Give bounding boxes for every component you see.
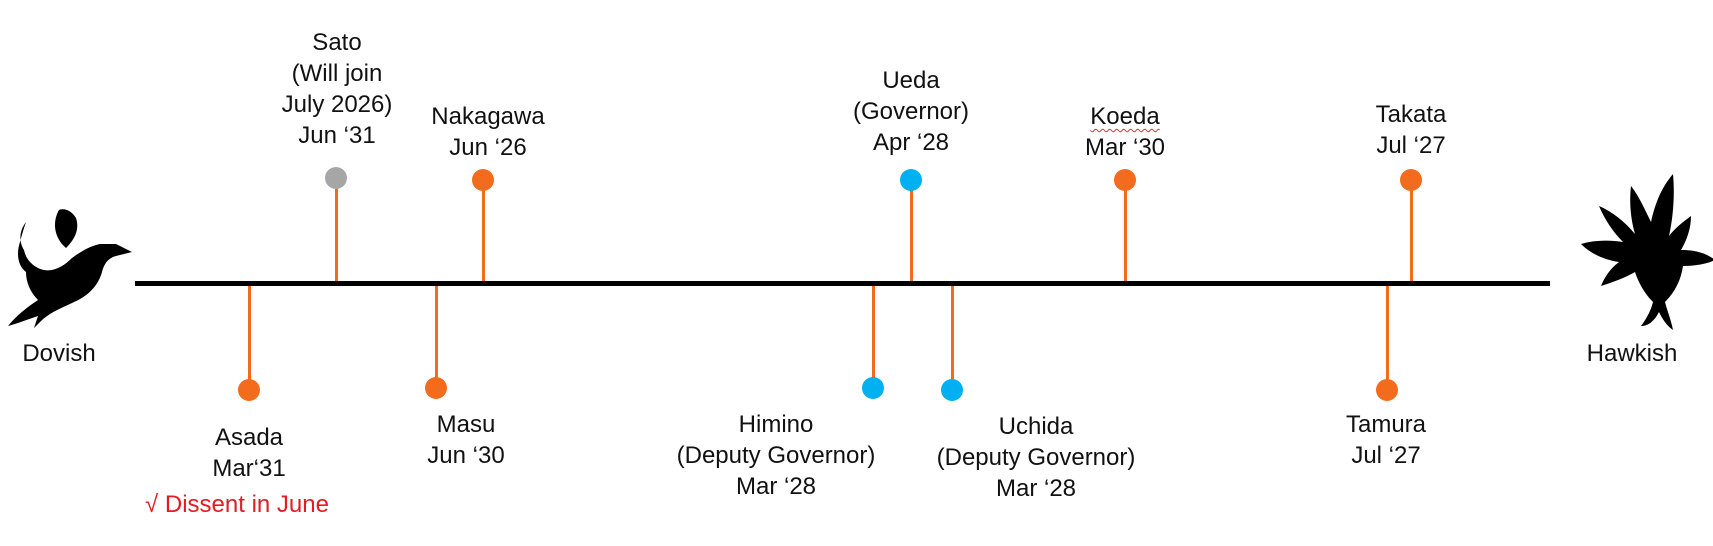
stem [872,286,875,387]
member-label: Asada Mar‘31 [212,424,286,482]
marker-dot [900,169,922,191]
stem [1410,180,1413,281]
hawk-icon [1581,174,1713,330]
marker-dot [425,377,447,399]
stem [1386,286,1389,389]
member-label: Uchida (Deputy Governor) Mar ‘28 [936,413,1136,502]
marker-dot [238,379,260,401]
member-label: Koeda Mar ‘30 [1084,103,1166,161]
member-label: Ueda (Governor) Apr ‘28 [852,67,970,156]
marker-dot [472,169,494,191]
marker-dot [862,377,884,399]
stem [482,180,485,281]
dovish-hawkish-axis [135,281,1550,286]
dissent-note: √ Dissent in June [145,491,329,518]
marker-dot [1114,169,1136,191]
member-label: Nakagawa Jun ‘26 [431,103,545,161]
marker-dot [1400,169,1422,191]
marker-dot [1376,379,1398,401]
stem [248,286,251,389]
member-label: Himino (Deputy Governor) Mar ‘28 [676,411,876,500]
stem [335,178,338,281]
marker-dot [941,379,963,401]
dovish-label: Dovish [22,340,96,367]
dove-icon [8,209,132,328]
member-label: Takata Jul ‘27 [1375,101,1447,159]
member-label: Tamura Jul ‘27 [1345,411,1427,469]
stem [435,286,438,387]
member-label: Masu Jun ‘30 [427,411,505,469]
hawkish-label: Hawkish [1586,340,1678,367]
stem [1124,180,1127,281]
member-label: Sato (Will join July 2026) Jun ‘31 [281,29,393,149]
marker-dot [325,167,347,189]
stem [910,180,913,281]
stem [951,286,954,389]
